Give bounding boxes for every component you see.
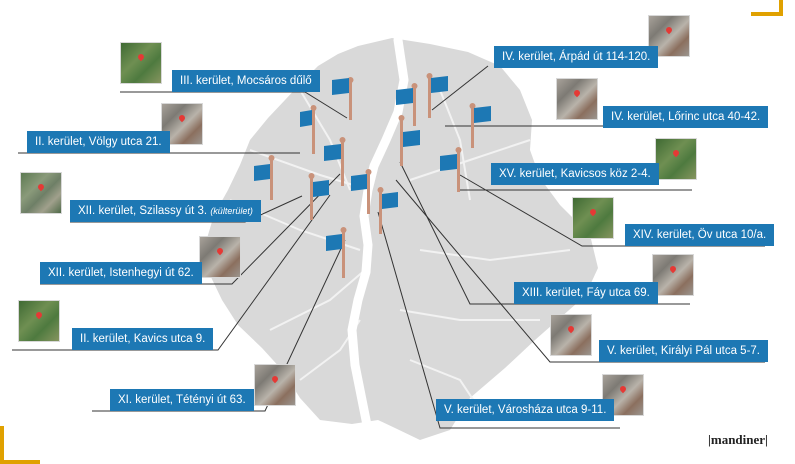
budapest-map [205,38,598,440]
connector-lines [12,65,765,429]
address: Városháza utca 9-11. [497,404,607,416]
aerial-photo-thumbnail [20,172,62,214]
location-label: XII. kerület, Istenhegyi út 62. [40,262,202,284]
address: Szilassy út 3. [139,205,208,217]
map-pin-icon [36,182,46,192]
danube-river [347,35,409,445]
address: Kavics utca 9. [133,333,206,345]
district-name: II. kerület [35,136,83,148]
brand-logo: |mandiner| [708,432,768,447]
aerial-photo-thumbnail [556,78,598,120]
district-name: II. kerület [80,333,128,345]
map-pin-icon [572,88,582,98]
flag [377,187,398,234]
location-label: V. kerület, Királyi Pál utca 5-7. [599,340,768,362]
aerial-photo-thumbnail [648,15,690,57]
district-name: IV. kerület [502,51,553,63]
map-pin-icon [34,310,44,320]
map-pin-icon [566,324,576,334]
address: Völgy utca 21. [88,136,162,148]
address: Tétényi út 63. [175,394,246,406]
district-name: XII. kerület [48,267,103,279]
address: Öv utca 10/a. [697,229,767,241]
map-pin-icon [136,52,146,62]
location-label: III. kerület, Mocsáros dűlő [172,70,320,92]
district-name: XI. kerület [118,394,170,406]
map-pin-icon [177,113,187,123]
flag [332,77,354,120]
address: Kavicsos köz 2-4. [560,168,651,180]
address: Árpád út 114-120. [559,51,651,63]
aerial-photo-thumbnail [655,138,697,180]
aerial-photo-thumbnail [254,364,296,406]
flag [398,115,420,166]
location-label: IV. kerület, Lőrinc utca 40-42. [603,106,769,128]
district-name: V. kerület [607,345,655,357]
flag [254,155,275,200]
location-label: XIV. kerület, Öv utca 10/a. [625,224,775,246]
district-name: XIV. kerület [633,229,692,241]
flag [300,105,317,154]
map-pin-icon [664,25,674,35]
flag [440,147,462,192]
address: Istenhegyi út 62. [109,267,194,279]
address: Lőrinc utca 40-42. [668,111,761,123]
location-label: XI. kerület, Tétényi út 63. [110,389,254,411]
map-pin-icon [668,264,678,274]
flag [351,169,372,214]
location-label: XIII. kerület, Fáy utca 69. [514,282,658,304]
location-label: XV. kerület, Kavicsos köz 2-4. [491,163,659,185]
map-pin-icon [588,207,598,217]
flag-markers [254,73,491,278]
district-name: XIII. kerület [522,287,581,299]
flag [396,83,418,126]
aerial-photo-thumbnail [199,236,241,278]
flag [308,173,329,220]
aerial-photo-thumbnail [550,314,592,356]
flag [326,227,347,278]
district-name: III. kerület [180,75,231,87]
aerial-photo-thumbnail [120,42,162,84]
flag [324,137,346,186]
aerial-photo-thumbnail [572,197,614,239]
location-label: IV. kerület, Árpád út 114-120. [494,46,659,68]
brand-name: mandiner [710,432,766,447]
aerial-photo-thumbnail [652,254,694,296]
location-label: V. kerület, Városháza utca 9-11. [436,399,615,421]
aerial-photo-thumbnail [18,300,60,342]
address: Királyi Pál utca 5-7. [660,345,760,357]
map-pin-icon [215,246,225,256]
location-label: II. kerület, Kavics utca 9. [72,328,214,350]
district-name: XV. kerület [499,168,555,180]
district-name: IV. kerület [611,111,662,123]
address: Fáy utca 69. [586,287,650,299]
map-pin-icon [618,384,628,394]
address-note: (külterület) [210,206,253,216]
map-pin-icon [671,148,681,158]
address: Mocsáros dűlő [236,75,312,87]
map-pin-icon [270,374,280,384]
flag [426,73,448,118]
district-name: XII. kerület [78,205,133,217]
district-name: V. kerület [444,404,492,416]
location-label: II. kerület, Völgy utca 21. [27,131,170,153]
flag [469,103,491,148]
corner-accent [751,0,783,16]
location-label: XII. kerület, Szilassy út 3. (külterület… [70,200,261,222]
corner-accent [0,426,40,464]
